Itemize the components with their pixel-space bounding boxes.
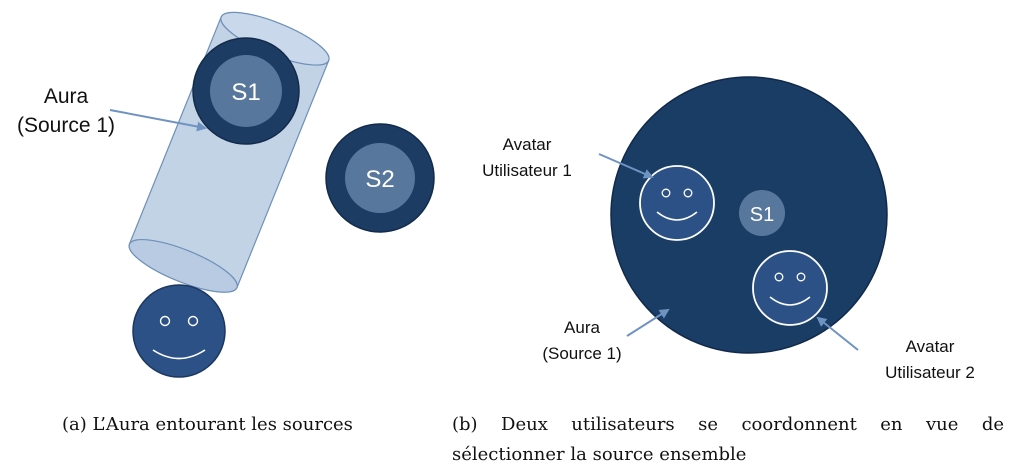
source-2-label: S2 — [365, 166, 394, 193]
avatar-smiley-icon — [132, 284, 226, 378]
aura-label-a-line1: Aura — [44, 85, 89, 108]
avatar-2-arrow — [816, 316, 859, 351]
avatar-2-label-line2: Utilisateur 2 — [885, 363, 975, 382]
caption-b-line1: (b) Deux utilisateurs se coordonnent en … — [452, 410, 1004, 440]
caption-b-word: vue — [925, 414, 959, 435]
source-1-node-b: S1 — [739, 190, 785, 236]
source-1-label: S1 — [231, 79, 260, 106]
caption-b-word: en — [880, 414, 903, 435]
caption-b-line2: sélectionner la source ensemble — [452, 444, 747, 465]
panel-b: S1 Avatar Utilisateur 1 Aura (Source 1) … — [482, 76, 975, 382]
avatar-1-smiley-icon — [639, 165, 715, 241]
aura-arrow-a — [109, 109, 207, 132]
caption-b-word: utilisateurs — [571, 414, 675, 435]
aura-label-b-line1: Aura — [564, 318, 600, 337]
source-1-node: S1 — [192, 37, 300, 145]
caption-b: (b) Deux utilisateurs se coordonnent en … — [452, 410, 1004, 470]
avatar-1-arrow — [598, 153, 654, 179]
aura-arrow-b — [626, 308, 670, 337]
caption-a: (a) L’Aura entourant les sources — [62, 414, 353, 435]
avatar-2-label-line1: Avatar — [906, 337, 955, 356]
caption-b-word: Deux — [501, 414, 548, 435]
aura-label-a-line2: (Source 1) — [17, 114, 115, 137]
avatar-1-label-line2: Utilisateur 1 — [482, 161, 572, 180]
caption-b-word: se — [698, 414, 718, 435]
avatar-1-label-line1: Avatar — [503, 135, 552, 154]
source-2-node: S2 — [325, 123, 435, 233]
source-1-label-b: S1 — [750, 204, 774, 226]
caption-b-word: coordonnent — [741, 414, 857, 435]
caption-b-word: de — [981, 414, 1004, 435]
caption-b-word: (b) — [452, 414, 478, 435]
avatar-2-smiley-icon — [752, 250, 828, 326]
aura-label-b-line2: (Source 1) — [542, 344, 621, 363]
panel-a: S1 S2 Aura (Source 1) — [17, 11, 435, 378]
